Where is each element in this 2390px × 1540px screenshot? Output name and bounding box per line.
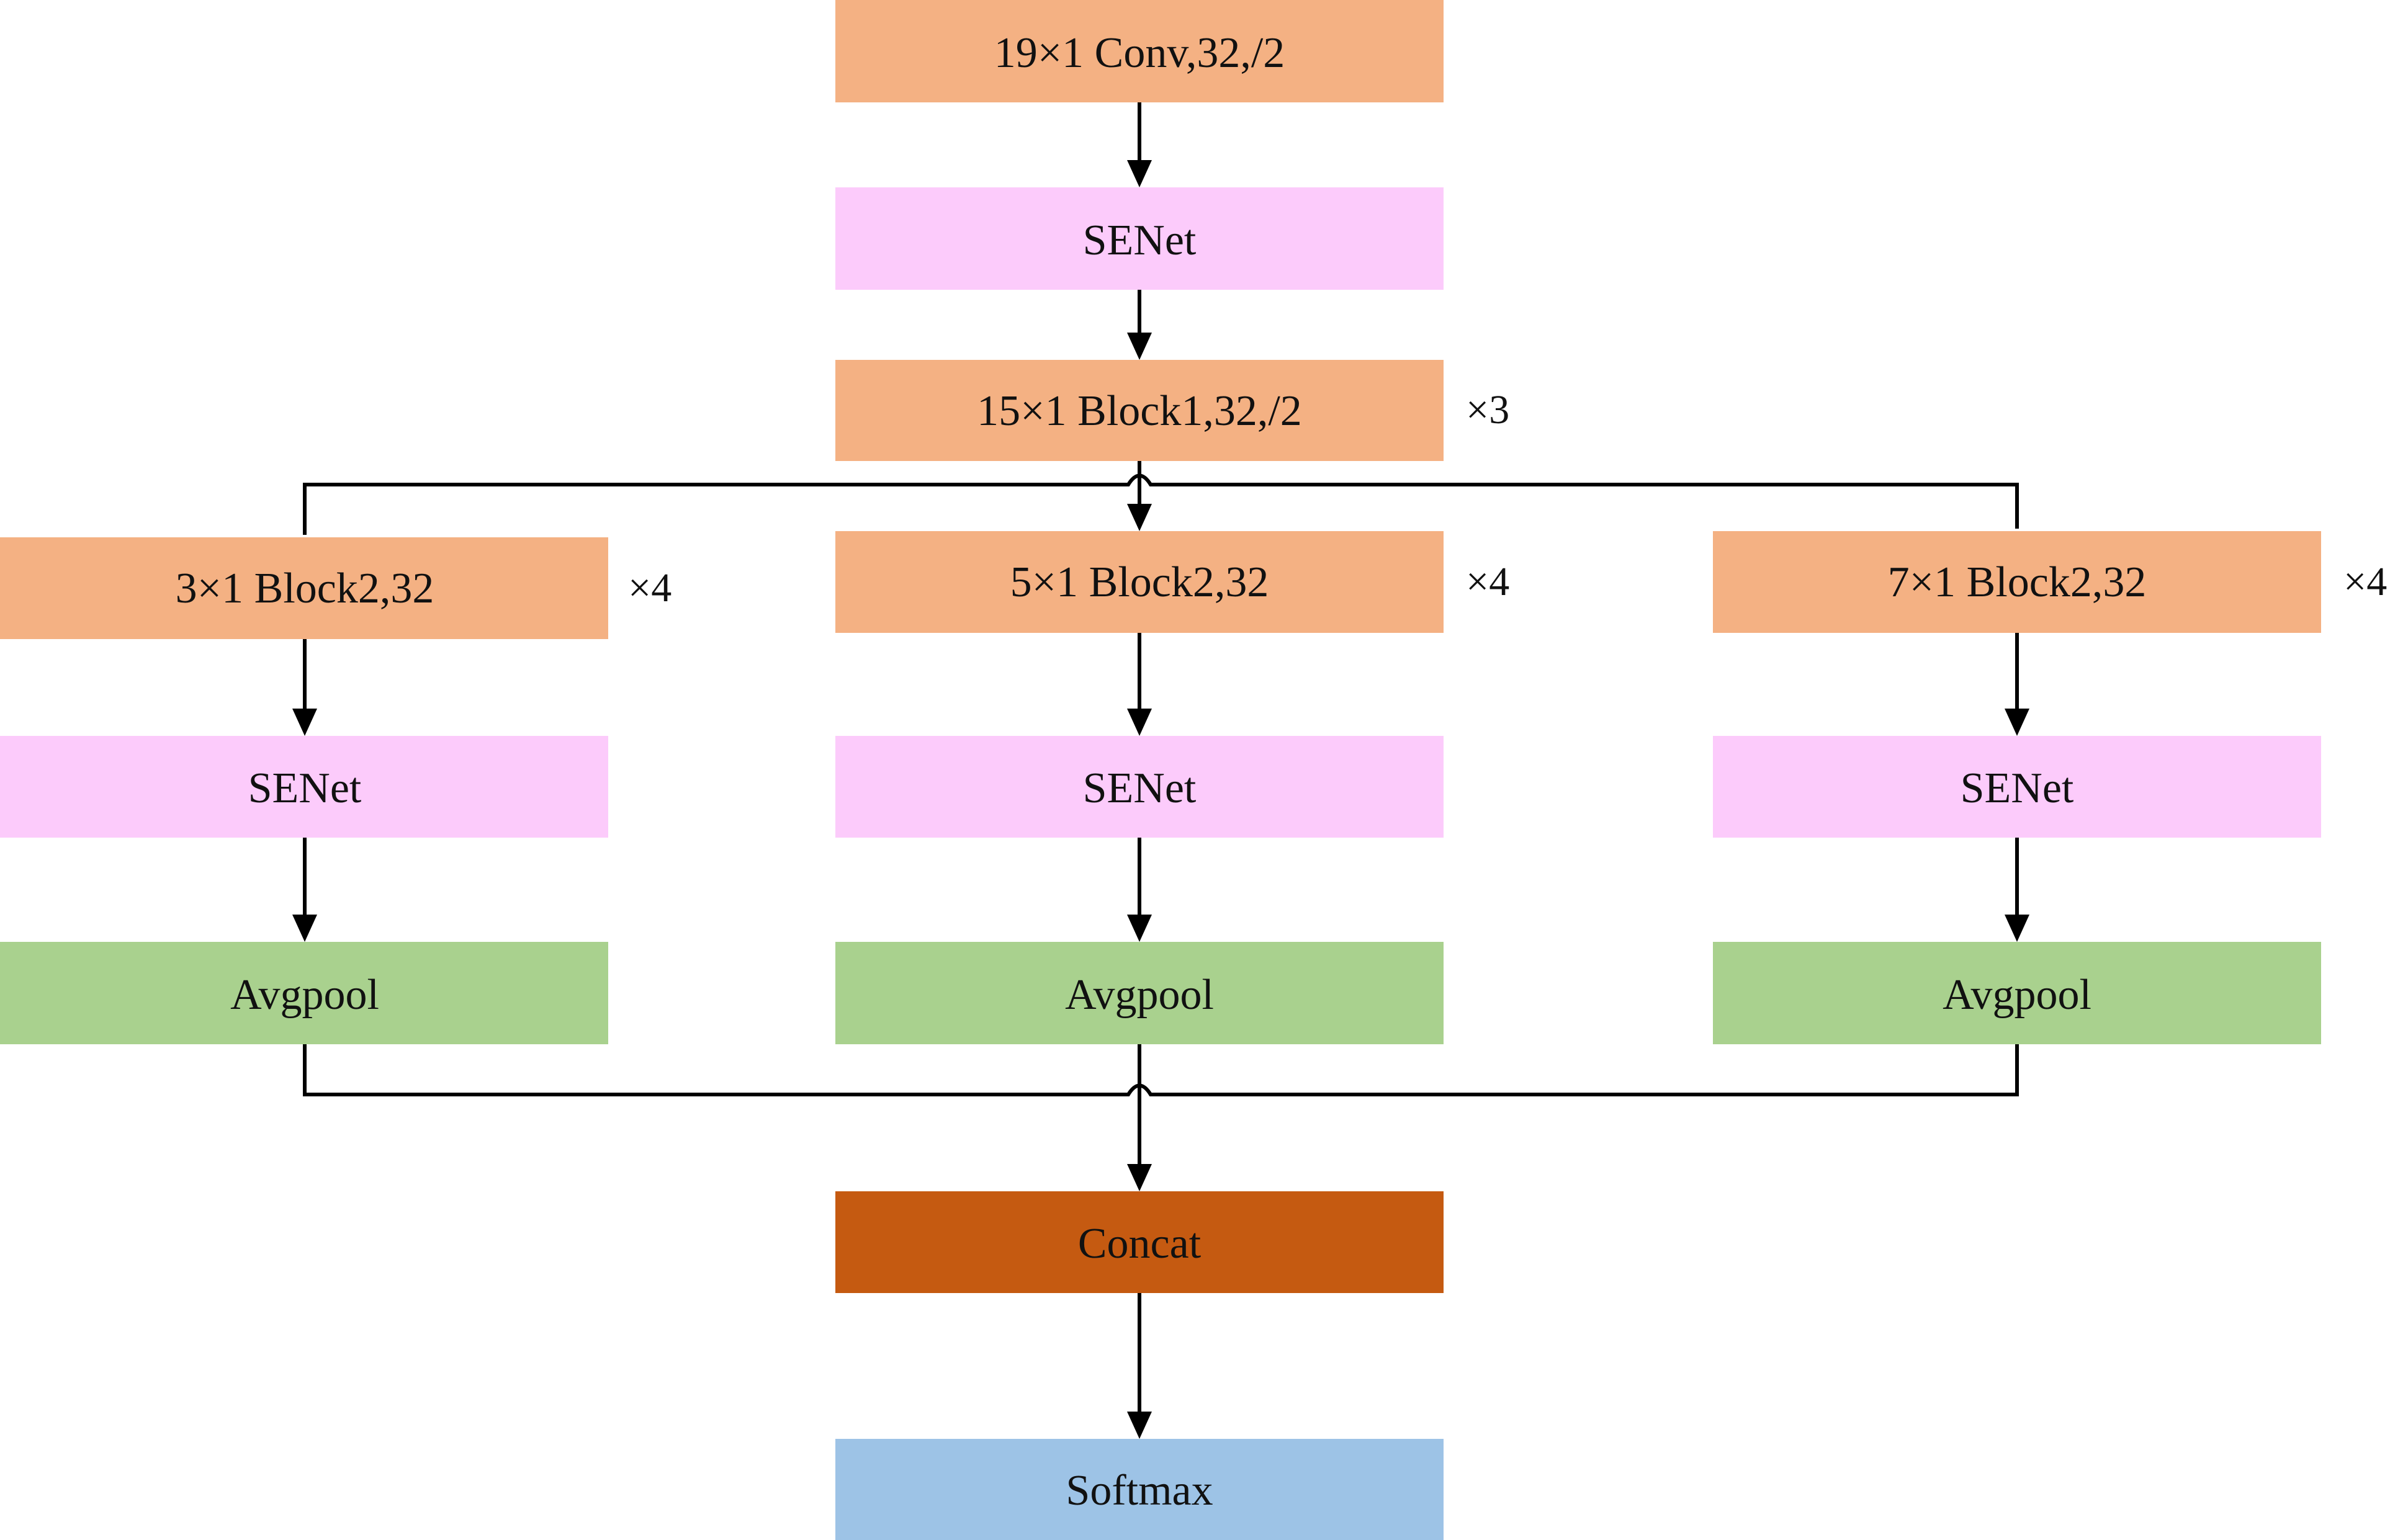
branch-1-multiplier: ×4 (628, 565, 672, 611)
softmax-node: Softmax (835, 1439, 1444, 1540)
branch-3-block-node: 7×1 Block2,32 (1713, 531, 2321, 633)
branch-1-block-node: 3×1 Block2,32 (0, 537, 608, 639)
senet-stem-node: SENet (835, 187, 1444, 290)
branch-3-block-label: 7×1 Block2,32 (1888, 558, 2147, 606)
branch-2-multiplier: ×4 (1466, 559, 1509, 604)
block1-node: 15×1 Block1,32,/2 (835, 360, 1444, 461)
branch-1-senet-label: SENet (248, 764, 362, 812)
arrowhead-branch-1-senet-to-pool (292, 915, 317, 942)
softmax-label: Softmax (1066, 1467, 1213, 1515)
concat-label: Concat (1078, 1220, 1202, 1268)
conv-19x1-node: 19×1 Conv,32,/2 (835, 0, 1444, 102)
branch-1-senet-node: SENet (0, 736, 608, 838)
arrowhead-branch-3-senet-to-pool (2005, 915, 2029, 942)
branch-2-block-node: 5×1 Block2,32 (835, 531, 1444, 633)
conv-19x1-label: 19×1 Conv,32,/2 (994, 29, 1285, 77)
block1-label: 15×1 Block1,32,/2 (977, 387, 1302, 435)
arrowhead-to-concat (1127, 1164, 1152, 1191)
senet-stem-label: SENet (1083, 217, 1197, 264)
branch-2-avgpool-node: Avgpool (835, 942, 1444, 1044)
branch-3-multiplier: ×4 (2343, 559, 2387, 604)
split-connector (303, 473, 2019, 535)
branch-1-avgpool-node: Avgpool (0, 942, 608, 1044)
arrowhead-branch-2-senet-to-pool (1127, 915, 1152, 942)
arrowhead-to-branch-center (1127, 504, 1152, 531)
branch-1-avgpool-label: Avgpool (230, 971, 379, 1019)
concat-node: Concat (835, 1191, 1444, 1293)
arrowhead-senet-to-block1 (1127, 333, 1152, 360)
arrowhead-branch-3-block-to-senet (2005, 709, 2029, 736)
arrowhead-branch-1-block-to-senet (292, 709, 317, 736)
arrowhead-concat-to-softmax (1127, 1412, 1152, 1439)
branch-2-senet-node: SENet (835, 736, 1444, 838)
arrowhead-branch-2-block-to-senet (1127, 709, 1152, 736)
branch-3-avgpool-label: Avgpool (1943, 971, 2091, 1019)
branch-3-senet-label: SENet (1961, 764, 2074, 812)
branch-2-avgpool-label: Avgpool (1065, 971, 1214, 1019)
branch-3-senet-node: SENet (1713, 736, 2321, 838)
branch-2-senet-label: SENet (1083, 764, 1197, 812)
branch-3-avgpool-node: Avgpool (1713, 942, 2321, 1044)
block1-multiplier: ×3 (1466, 387, 1509, 432)
merge-connector (303, 1044, 2019, 1096)
arrowhead-conv-to-senet (1127, 160, 1152, 187)
branch-1-block-label: 3×1 Block2,32 (176, 565, 434, 612)
branch-2-block-label: 5×1 Block2,32 (1010, 558, 1269, 606)
